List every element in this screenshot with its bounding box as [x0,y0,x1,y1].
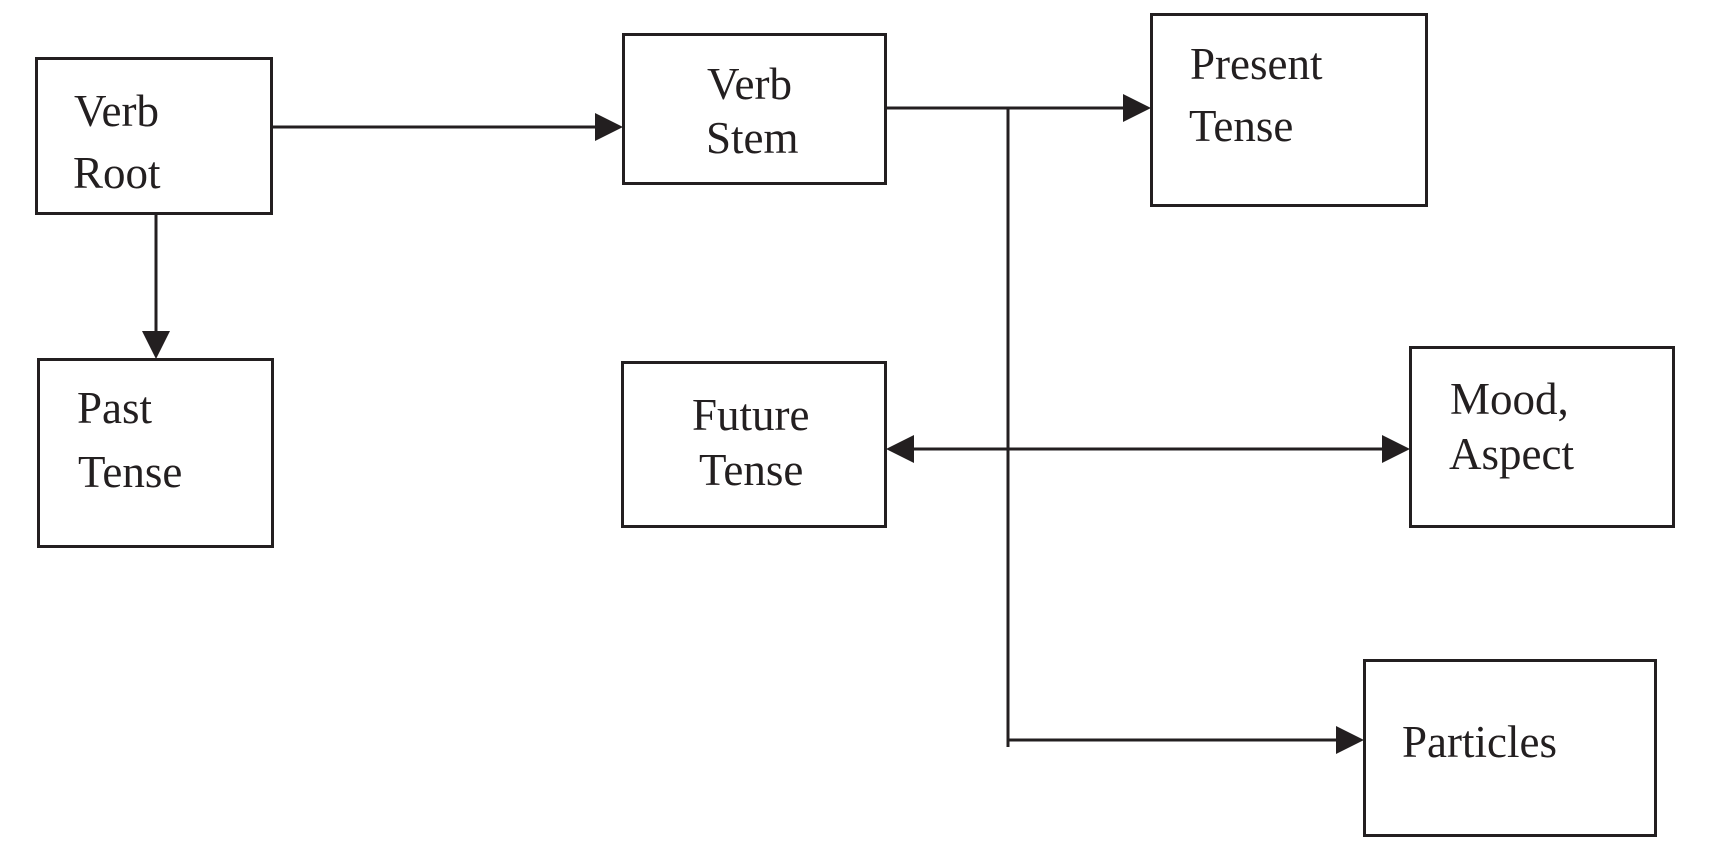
node-verb-root-label-line1: Verb [74,86,159,136]
node-future-tense: Future Tense [621,361,887,528]
node-past-tense: Past Tense [37,358,274,548]
node-present-tense: Present Tense [1150,13,1428,207]
node-mood-aspect-label-line2: Aspect [1449,429,1574,479]
node-past-tense-label-line2: Tense [78,447,183,497]
edge-verb-stem-to-present-tense [886,94,1151,122]
node-verb-stem-label-line2: Stem [706,113,799,163]
arrowhead-down-icon [142,331,170,359]
node-verb-stem-label-line1: Verb [707,59,792,109]
node-mood-aspect: Mood, Aspect [1409,346,1675,528]
node-past-tense-label-line1: Past [77,383,153,433]
arrowhead-right-icon [1336,726,1364,754]
node-verb-root: Verb Root [35,57,273,215]
node-future-tense-label-line1: Future [692,390,810,440]
arrowhead-right-icon [595,113,623,141]
edge-verb-root-to-past-tense [142,214,170,359]
arrowhead-right-icon [1382,435,1410,463]
node-particles: Particles [1363,659,1657,837]
node-present-tense-label-line1: Present [1190,39,1323,89]
node-mood-aspect-label-line1: Mood, [1450,374,1569,424]
node-future-tense-label-line2: Tense [699,445,804,495]
arrowhead-right-icon [1123,94,1151,122]
node-verb-stem: Verb Stem [622,33,887,185]
arrowhead-left-icon [886,435,914,463]
node-present-tense-label-line2: Tense [1189,101,1294,151]
edge-verb-stem-to-particles [1008,726,1364,754]
node-particles-label-line1: Particles [1402,717,1557,767]
edge-verb-root-to-verb-stem [272,113,623,141]
node-verb-root-label-line2: Root [73,148,161,198]
edge-future-tense-mood-aspect [886,435,1410,463]
